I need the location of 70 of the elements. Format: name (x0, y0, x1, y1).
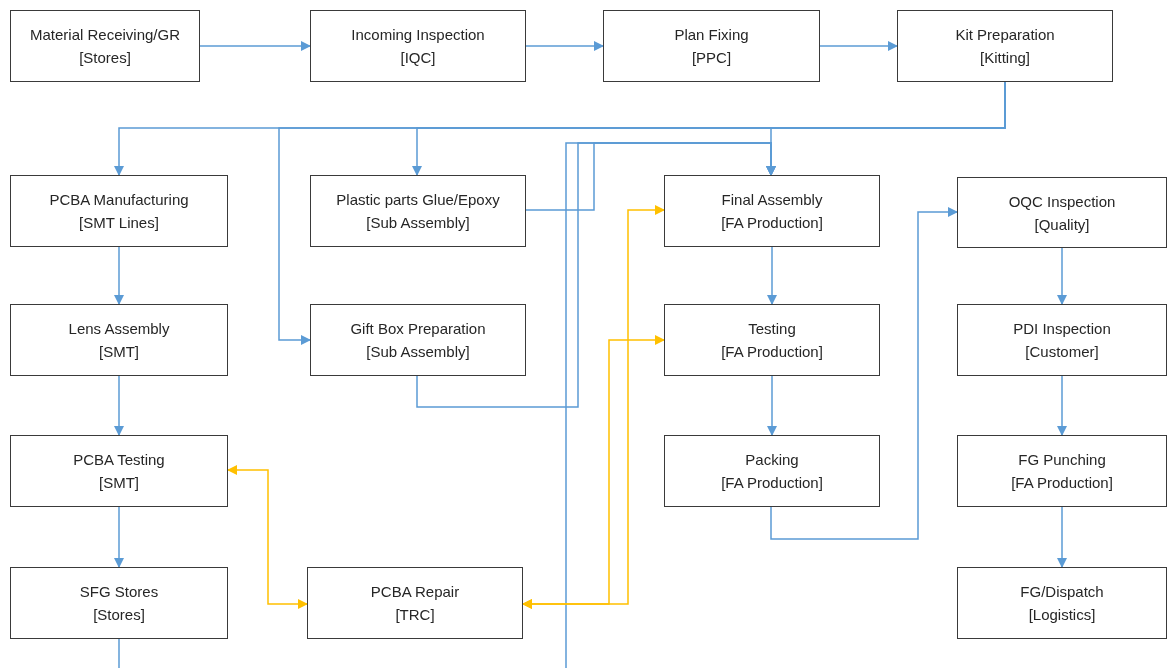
arrow (114, 246, 124, 305)
arrow (1057, 247, 1067, 305)
process-box (897, 10, 1113, 82)
step-title: Kit Preparation (955, 25, 1055, 45)
arrow (199, 41, 311, 51)
step-title: OQC Inspection (1008, 191, 1116, 212)
step-title: Plan Fixing (674, 25, 749, 45)
connector-line (118, 638, 120, 668)
step-title: PCBA Repair (370, 582, 460, 602)
department-label: [SMT] (99, 342, 139, 362)
department-label: [Kitting] (980, 48, 1030, 68)
step-title: PDI Inspection (1013, 319, 1111, 339)
process-box (310, 175, 526, 247)
arrow (114, 375, 124, 436)
process-box (307, 567, 523, 639)
arrow (565, 142, 776, 668)
process-box (664, 175, 880, 247)
arrow (1057, 375, 1067, 436)
process-box (310, 304, 526, 376)
step-title: Lens Assembly (68, 319, 170, 339)
step-title: Material Receiving/GR (29, 25, 181, 45)
process-box (664, 435, 880, 507)
process-box (957, 435, 1167, 507)
step-title: Testing (748, 319, 796, 339)
double-arrow (522, 335, 665, 609)
arrow (767, 375, 777, 436)
arrow (819, 41, 898, 51)
process-box (10, 175, 228, 247)
department-label: [TRC] (395, 605, 435, 625)
department-label: [Sub Assembly] (366, 342, 470, 362)
step-title: Packing (745, 450, 799, 470)
department-label: [Customer] (1025, 342, 1099, 362)
process-box (957, 304, 1167, 376)
department-label: [PPC] (691, 48, 732, 68)
process-box (957, 177, 1167, 248)
step-title: PCBA Testing (73, 450, 165, 470)
process-box (10, 304, 228, 376)
department-label: [IQC] (400, 48, 436, 68)
department-label: [Stores] (79, 48, 131, 68)
arrow (114, 506, 124, 568)
step-title: Gift Box Preparation (350, 319, 486, 339)
step-title: SFG Stores (79, 582, 159, 602)
arrow (1057, 506, 1067, 568)
process-box (10, 435, 228, 507)
department-label: [Stores] (93, 605, 145, 625)
process-box (10, 10, 200, 82)
department-label: [Sub Assembly] (366, 213, 470, 233)
arrow (525, 41, 604, 51)
step-title: Incoming Inspection (351, 25, 485, 45)
department-label: [FA Production] (721, 473, 823, 493)
process-box (10, 567, 228, 639)
department-label: [Quality] (1034, 214, 1090, 235)
department-label: [SMT Lines] (79, 213, 159, 233)
department-label: [FA Production] (721, 342, 823, 362)
step-title: Plastic parts Glue/Epoxy (336, 190, 500, 210)
department-label: [FA Production] (1011, 473, 1113, 493)
process-box (664, 304, 880, 376)
step-title: FG Punching (1018, 450, 1106, 470)
arrow (770, 207, 958, 540)
process-box (310, 10, 526, 82)
department-label: [Logistics] (1028, 605, 1096, 625)
double-arrow (227, 465, 308, 609)
process-box (957, 567, 1167, 639)
step-title: PCBA Manufacturing (49, 190, 189, 210)
step-title: Final Assembly (721, 190, 823, 210)
arrow (767, 246, 777, 305)
department-label: [SMT] (99, 473, 139, 493)
department-label: [FA Production] (721, 213, 823, 233)
step-title: FG/Dispatch (1020, 582, 1104, 602)
process-box (603, 10, 820, 82)
